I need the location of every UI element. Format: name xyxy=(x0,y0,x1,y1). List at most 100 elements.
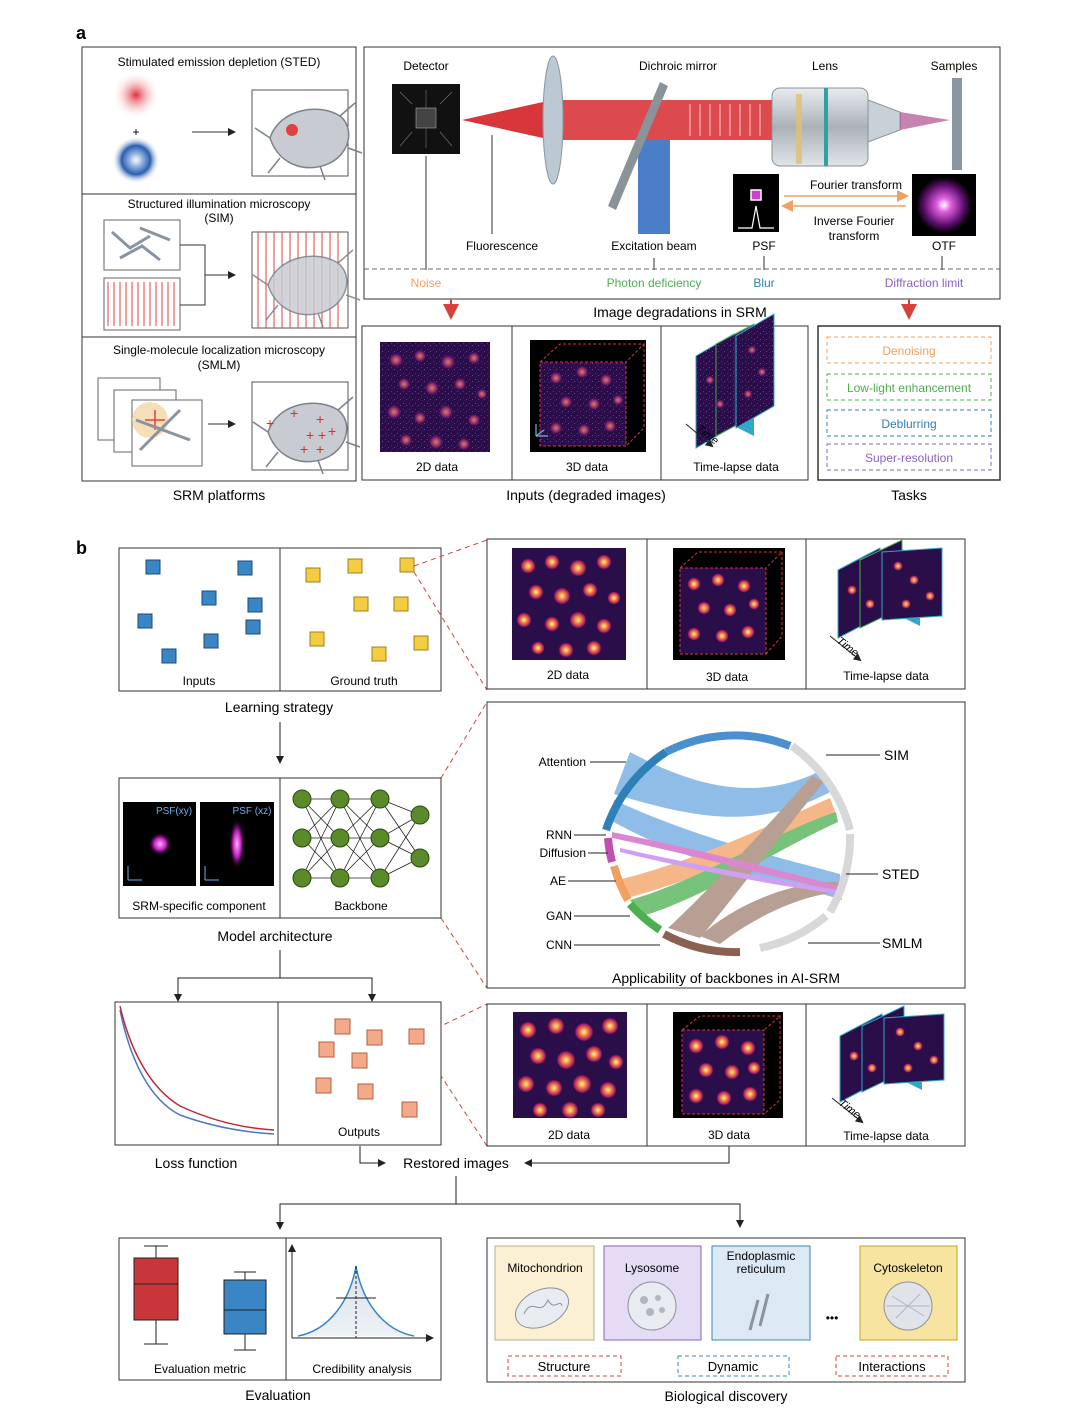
lens-label: Lens xyxy=(812,59,838,73)
panel-b-letter: b xyxy=(76,538,87,558)
sted-plus: + xyxy=(132,125,139,139)
svg-text:+: + xyxy=(300,441,308,457)
gt-2d-label: 2D data xyxy=(547,668,589,682)
sim-pattern xyxy=(103,277,181,331)
platforms-box: Stimulated emission depletion (STED) + S… xyxy=(81,46,363,482)
psf-xy-label: PSF(xy) xyxy=(156,806,192,817)
inverse-label-2: transform xyxy=(829,229,880,243)
sted-depletion-donut xyxy=(112,136,160,184)
outputs-label: Outputs xyxy=(338,1125,380,1139)
card-er-label-2: reticulum xyxy=(737,1262,786,1276)
restored-images-box: 2D data 3D data Time Time-lapse data xyxy=(486,1003,966,1147)
chord-label-smlm: SMLM xyxy=(882,935,922,951)
restored-3d-label: 3D data xyxy=(708,1128,750,1142)
svg-text:+: + xyxy=(306,427,314,443)
tasks-caption: Tasks xyxy=(891,487,927,503)
sample-slide xyxy=(952,78,962,170)
detector-label: Detector xyxy=(403,59,448,73)
optics-box: Detector Dichroic mirror Lens Samples xyxy=(363,46,1001,300)
photon-label: Photon deficiency xyxy=(607,276,702,290)
svg-text:+: + xyxy=(266,415,274,431)
evaluation-metric-label: Evaluation metric xyxy=(154,1362,246,1376)
model-architecture-box: PSF(xy) PSF (xz) SRM-specific component xyxy=(118,777,442,919)
smlm-frames xyxy=(97,377,203,467)
input-2d-label: 2D data xyxy=(416,460,458,474)
biological-discovery-box: Mitochondrion Lysosome Endoplasmic retic… xyxy=(486,1237,966,1383)
sted-spot xyxy=(286,124,298,136)
boxplot-red xyxy=(133,1245,179,1345)
tag-dynamic: Dynamic xyxy=(708,1359,759,1374)
input-timelapse-stack xyxy=(695,313,775,449)
fourier-label: Fourier transform xyxy=(810,178,902,192)
evaluation-caption: Evaluation xyxy=(245,1387,310,1403)
objective-lens xyxy=(771,87,950,167)
noise-label: Noise xyxy=(411,276,442,290)
chord-label-diffusion: Diffusion xyxy=(540,846,586,860)
tag-structure: Structure xyxy=(538,1359,591,1374)
learning-strategy-box: Inputs Ground truth xyxy=(118,547,442,692)
sted-label: Stimulated emission depletion (STED) xyxy=(118,55,321,69)
credibility-label: Credibility analysis xyxy=(312,1362,411,1376)
loss-caption: Loss function xyxy=(155,1155,238,1171)
input-timelapse-label: Time-lapse data xyxy=(693,460,779,474)
card-cytoskeleton-label: Cytoskeleton xyxy=(873,1261,942,1275)
psf-label: PSF xyxy=(752,239,775,253)
restored-caption: Restored images xyxy=(403,1155,509,1171)
sted-excitation-spot xyxy=(112,71,160,119)
restored-timelapse-label: Time-lapse data xyxy=(843,1129,929,1143)
discovery-caption: Biological discovery xyxy=(665,1388,788,1404)
chord-label-sim: SIM xyxy=(884,747,909,763)
architecture-caption: Model architecture xyxy=(217,928,332,944)
svg-text:+: + xyxy=(316,441,324,457)
card-mitochondrion-label: Mitochondrion xyxy=(507,1261,582,1275)
excitation-label: Excitation beam xyxy=(611,239,696,253)
svg-text:+: + xyxy=(290,405,298,421)
diffraction-label: Diffraction limit xyxy=(885,276,964,290)
ground-truth-label: Ground truth xyxy=(330,674,397,688)
svg-text:+: + xyxy=(318,427,326,443)
evaluation-box: Evaluation metric Credibility analysis xyxy=(118,1237,442,1381)
gt-3d-label: 3D data xyxy=(706,670,748,684)
inverse-label-1: Inverse Fourier xyxy=(814,214,895,228)
tasks-box: Denoising Low-light enhancement Deblurri… xyxy=(817,325,1001,481)
loss-curve-train xyxy=(119,1009,275,1135)
input-3d-label: 3D data xyxy=(566,460,608,474)
gt-timelapse-label: Time-lapse data xyxy=(843,669,929,683)
boxplot-blue xyxy=(223,1271,267,1351)
task-low-light: Low-light enhancement xyxy=(847,381,972,395)
lens-element xyxy=(542,55,564,185)
panel-a-letter: a xyxy=(76,23,87,43)
learning-caption: Learning strategy xyxy=(225,699,333,715)
dichroic-label: Dichroic mirror xyxy=(639,59,717,73)
loss-curve-val xyxy=(119,1005,275,1131)
tag-interactions: Interactions xyxy=(858,1359,926,1374)
sim-label-1: Structured illumination microscopy xyxy=(128,197,311,211)
card-lysosome-label: Lysosome xyxy=(625,1261,680,1275)
degradations-caption: Image degradations in SRM xyxy=(593,304,767,320)
blur-label: Blur xyxy=(753,276,774,290)
sim-label-2: (SIM) xyxy=(204,211,233,225)
restored-2d-label: 2D data xyxy=(548,1128,590,1142)
platforms-caption: SRM platforms xyxy=(173,487,266,503)
otf-label: OTF xyxy=(932,239,956,253)
card-er-label-1: Endoplasmic xyxy=(727,1249,796,1263)
samples-label: Samples xyxy=(931,59,978,73)
srm-component-label: SRM-specific component xyxy=(132,899,266,913)
fluorescence-beam xyxy=(462,100,552,140)
chord-label-ae: AE xyxy=(550,874,566,888)
task-super-resolution: Super-resolution xyxy=(865,451,953,465)
task-denoising: Denoising xyxy=(882,344,935,358)
chord-label-rnn: RNN xyxy=(546,828,572,842)
credibility-curve xyxy=(288,1244,434,1342)
inputs-label: Inputs xyxy=(183,674,216,688)
inputs-caption: Inputs (degraded images) xyxy=(506,487,666,503)
chord-diagram-box: Attention RNN Diffusion AE GAN CNN SIM S… xyxy=(486,701,966,989)
svg-text:+: + xyxy=(328,423,336,439)
fluorescence-label: Fluorescence xyxy=(466,239,538,253)
chord-caption: Applicability of backbones in AI-SRM xyxy=(612,970,840,986)
chord-label-cnn: CNN xyxy=(546,938,572,952)
chord-label-attention: Attention xyxy=(539,755,586,769)
ellipsis: ••• xyxy=(826,1311,839,1325)
ground-truth-images: 2D data 3D data Time Time-lapse data xyxy=(486,538,966,690)
